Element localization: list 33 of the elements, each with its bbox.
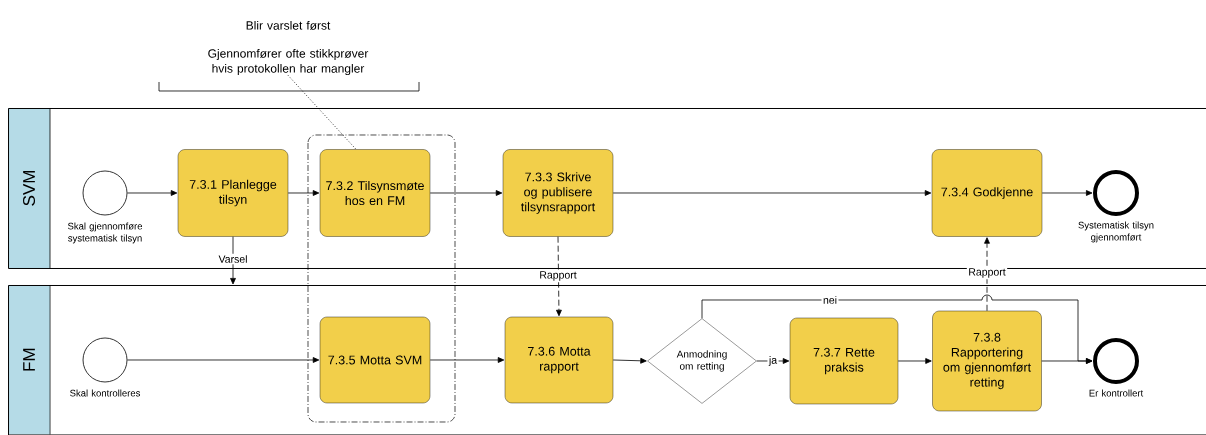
- arrow: [756, 358, 790, 364]
- arrow: [556, 236, 562, 317]
- arrow: [127, 357, 320, 363]
- edge-label: Varsel: [217, 253, 249, 265]
- task-box: 7.3.4 Godkjenne: [931, 149, 1043, 237]
- task-box: 7.3.2 Tilsynsmøte hos en FM: [319, 149, 431, 237]
- task-box: 7.3.8 Rapportering om gjennomført retting: [932, 310, 1042, 412]
- event-label: Er kontrollert: [1089, 389, 1144, 397]
- arrow: [701, 294, 1093, 364]
- edge-label: Rapport: [537, 269, 579, 283]
- annotation: Blir varslet først Gjennomfører ofte stikkprøver hvis protokollen har mangler: [158, 20, 420, 92]
- event-label: Skal kontrolleres: [70, 389, 141, 397]
- task-box: 7.3.5 Motta SVM: [319, 316, 431, 404]
- arrow: [230, 236, 236, 285]
- task-box: 7.3.6 Motta rapport: [504, 316, 614, 404]
- leader-line: [287, 74, 357, 150]
- event-label: Skal gjennomføre systematisk tilsyn: [67, 222, 143, 244]
- arrow: [429, 357, 505, 363]
- arrow: [897, 358, 932, 364]
- task-box: 7.3.3 Skrive og publisere tilsynsrapport: [502, 149, 614, 237]
- arrow: [127, 190, 178, 196]
- task-box: 7.3.1 Planlegge tilsyn: [177, 149, 289, 237]
- task-box: 7.3.7 Rette praksis: [789, 317, 899, 405]
- arrow: [612, 357, 647, 364]
- arrow: [984, 237, 990, 312]
- arrow: [429, 190, 503, 196]
- arrow: [287, 190, 320, 196]
- arrow: [1041, 190, 1093, 196]
- edge-label: nei: [821, 294, 839, 306]
- edge-label: ja: [767, 354, 779, 368]
- arrow: [612, 190, 932, 196]
- event-label: Systematisk tilsyn gjennomført: [1078, 221, 1154, 243]
- edge-label: Rapport: [966, 266, 1008, 280]
